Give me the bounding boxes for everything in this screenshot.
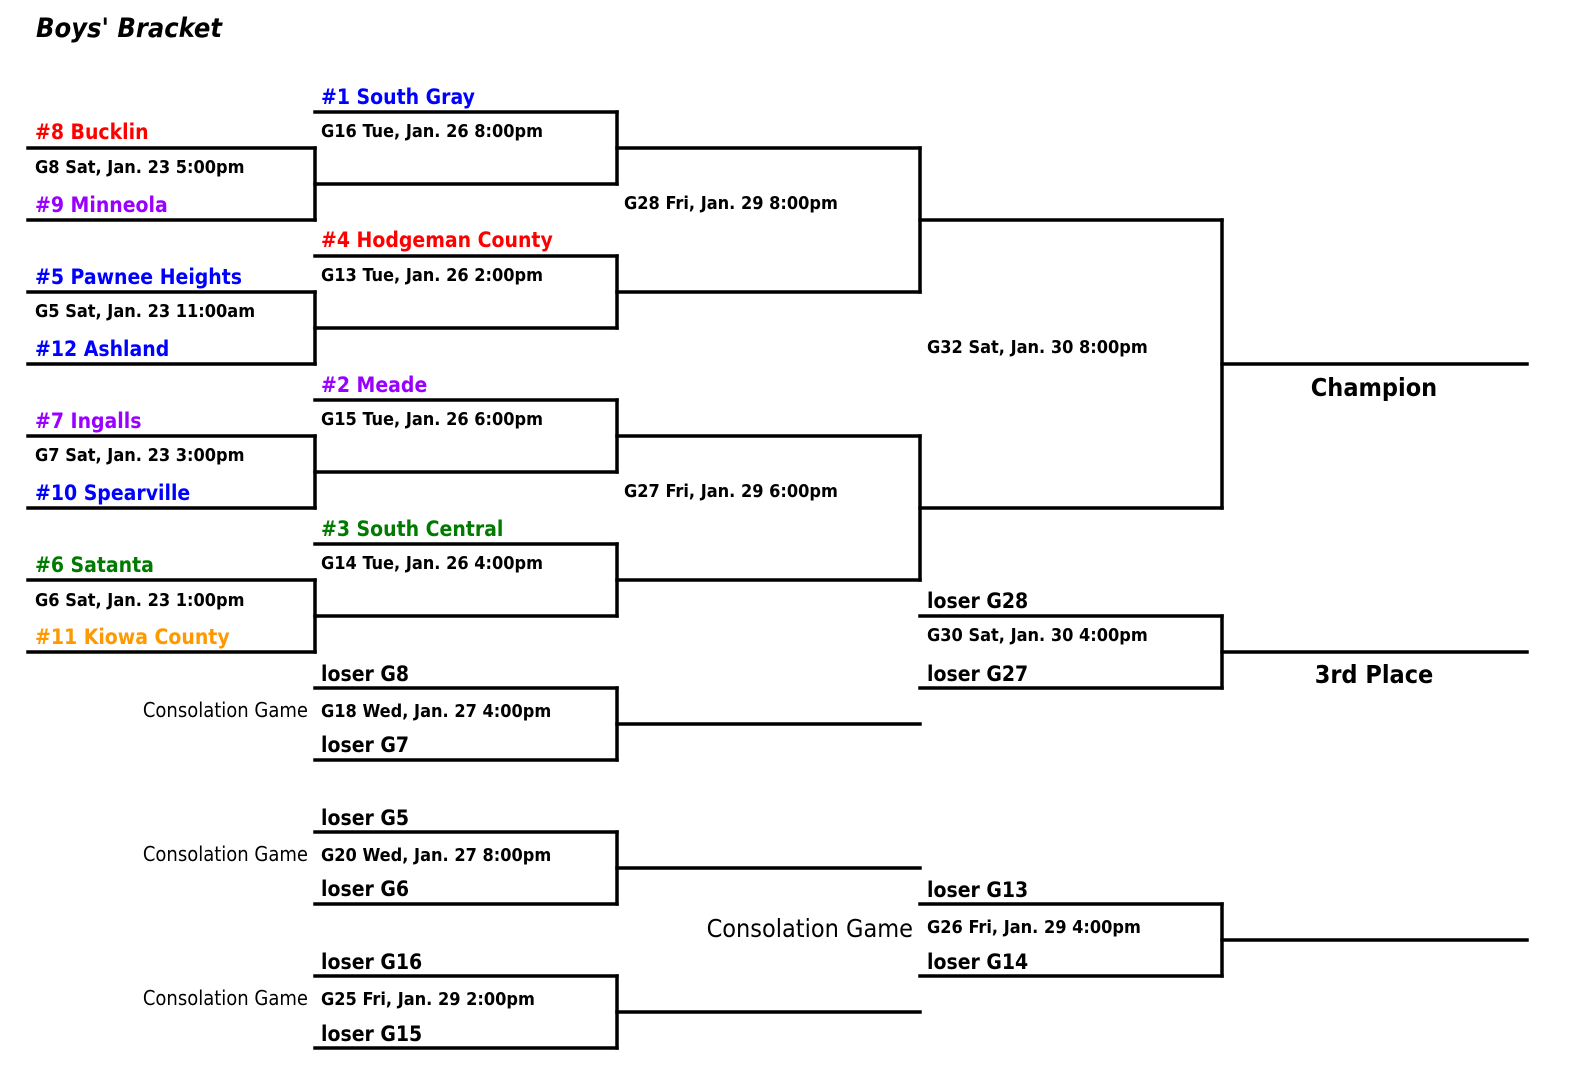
round2-match-g16: #1 South Gray G16 Tue, Jan. 26 8:00pm	[321, 85, 543, 142]
r1-match-g5-lines	[26, 290, 619, 366]
r2-match-g16-lines	[313, 110, 922, 186]
loser-g15: loser G15	[321, 1022, 422, 1046]
game-g28-label: G28 Fri, Jan. 29 8:00pm	[624, 193, 838, 214]
round1-match-g6: #6 Satanta G6 Sat, Jan. 23 1:00pm #11 Ki…	[35, 553, 245, 649]
team-ingalls: #7 Ingalls	[35, 409, 142, 433]
consolation-label: Consolation Game	[143, 698, 308, 722]
game-g15-label: G15 Tue, Jan. 26 6:00pm	[321, 409, 543, 430]
semi-g27-lines	[918, 434, 1224, 582]
game-g20-label: G20 Wed, Jan. 27 8:00pm	[321, 845, 551, 866]
consolation-label: Consolation Game	[143, 842, 308, 866]
game-g13-label: G13 Tue, Jan. 26 2:00pm	[321, 265, 543, 286]
team-bucklin: #8 Bucklin	[35, 120, 149, 144]
third-place-g30: loser G28 G30 Sat, Jan. 30 4:00pm loser …	[927, 589, 1433, 689]
round2-match-g14: #3 South Central G14 Tue, Jan. 26 4:00pm	[321, 517, 543, 574]
game-g5-label: G5 Sat, Jan. 23 11:00am	[35, 301, 255, 322]
team-meade: #2 Meade	[321, 373, 427, 397]
consolation-g20: Consolation Game loser G5 G20 Wed, Jan. …	[143, 806, 551, 901]
r2-match-g14-lines	[313, 542, 922, 618]
team-south-central: #3 South Central	[321, 517, 503, 541]
team-ashland: #12 Ashland	[35, 337, 169, 361]
consolation-g20-lines	[313, 830, 922, 906]
team-hodgeman-county: #4 Hodgeman County	[321, 228, 553, 252]
page-title: Boys' Bracket	[36, 13, 223, 44]
game-g8-label: G8 Sat, Jan. 23 5:00pm	[35, 157, 245, 178]
loser-g28: loser G28	[927, 589, 1028, 613]
game-g16-label: G16 Tue, Jan. 26 8:00pm	[321, 121, 543, 142]
game-g18-label: G18 Wed, Jan. 27 4:00pm	[321, 701, 551, 722]
consolation-label: Consolation Game	[143, 986, 308, 1010]
loser-g27: loser G27	[927, 662, 1028, 686]
loser-g6: loser G6	[321, 877, 409, 901]
consolation-g25-lines	[313, 974, 922, 1050]
bracket-lines	[26, 110, 1529, 1050]
loser-g13: loser G13	[927, 878, 1028, 902]
game-g14-label: G14 Tue, Jan. 26 4:00pm	[321, 553, 543, 574]
game-g32-label: G32 Sat, Jan. 30 8:00pm	[927, 337, 1148, 358]
semi-g28-lines	[918, 146, 1224, 294]
consolation-g25: Consolation Game loser G16 G25 Fri, Jan.…	[143, 950, 535, 1046]
third-place-label: 3rd Place	[1315, 660, 1434, 689]
loser-g7: loser G7	[321, 733, 409, 757]
team-pawnee-heights: #5 Pawnee Heights	[35, 265, 242, 289]
team-minneola: #9 Minneola	[35, 193, 168, 217]
game-g26-label: G26 Fri, Jan. 29 4:00pm	[927, 917, 1141, 938]
consolation-g26: Consolation Game loser G13 G26 Fri, Jan.…	[707, 878, 1141, 974]
loser-g8: loser G8	[321, 662, 409, 686]
round1-match-g5: #5 Pawnee Heights G5 Sat, Jan. 23 11:00a…	[35, 265, 255, 361]
consolation-g26-lines	[918, 902, 1529, 978]
third-place-g30-lines	[918, 614, 1529, 690]
game-g25-label: G25 Fri, Jan. 29 2:00pm	[321, 989, 535, 1010]
consolation-label: Consolation Game	[707, 914, 913, 943]
r1-match-g6-lines	[26, 578, 619, 654]
final-g32-lines	[1220, 218, 1529, 510]
r2-match-g15-lines	[313, 398, 922, 474]
r1-match-g8-lines	[26, 146, 619, 222]
game-g30-label: G30 Sat, Jan. 30 4:00pm	[927, 625, 1148, 646]
team-spearville: #10 Spearville	[35, 481, 190, 505]
game-g7-label: G7 Sat, Jan. 23 3:00pm	[35, 445, 245, 466]
game-g6-label: G6 Sat, Jan. 23 1:00pm	[35, 590, 245, 611]
loser-g14: loser G14	[927, 950, 1028, 974]
consolation-g18-lines	[313, 686, 922, 762]
round1-match-g7: #7 Ingalls G7 Sat, Jan. 23 3:00pm #10 Sp…	[35, 409, 245, 505]
round2-match-g15: #2 Meade G15 Tue, Jan. 26 6:00pm	[321, 373, 543, 430]
round1-match-g8: #8 Bucklin G8 Sat, Jan. 23 5:00pm #9 Min…	[35, 120, 245, 217]
champion-label: Champion	[1311, 373, 1437, 402]
team-kiowa-county: #11 Kiowa County	[35, 625, 230, 649]
loser-g5: loser G5	[321, 806, 409, 830]
loser-g16: loser G16	[321, 950, 422, 974]
consolation-g18: Consolation Game loser G8 G18 Wed, Jan. …	[143, 662, 551, 757]
r2-match-g13-lines	[313, 254, 922, 330]
game-g27-label: G27 Fri, Jan. 29 6:00pm	[624, 481, 838, 502]
round2-match-g13: #4 Hodgeman County G13 Tue, Jan. 26 2:00…	[321, 228, 553, 286]
team-satanta: #6 Satanta	[35, 553, 154, 577]
team-south-gray: #1 South Gray	[321, 85, 475, 109]
r1-match-g7-lines	[26, 434, 619, 510]
